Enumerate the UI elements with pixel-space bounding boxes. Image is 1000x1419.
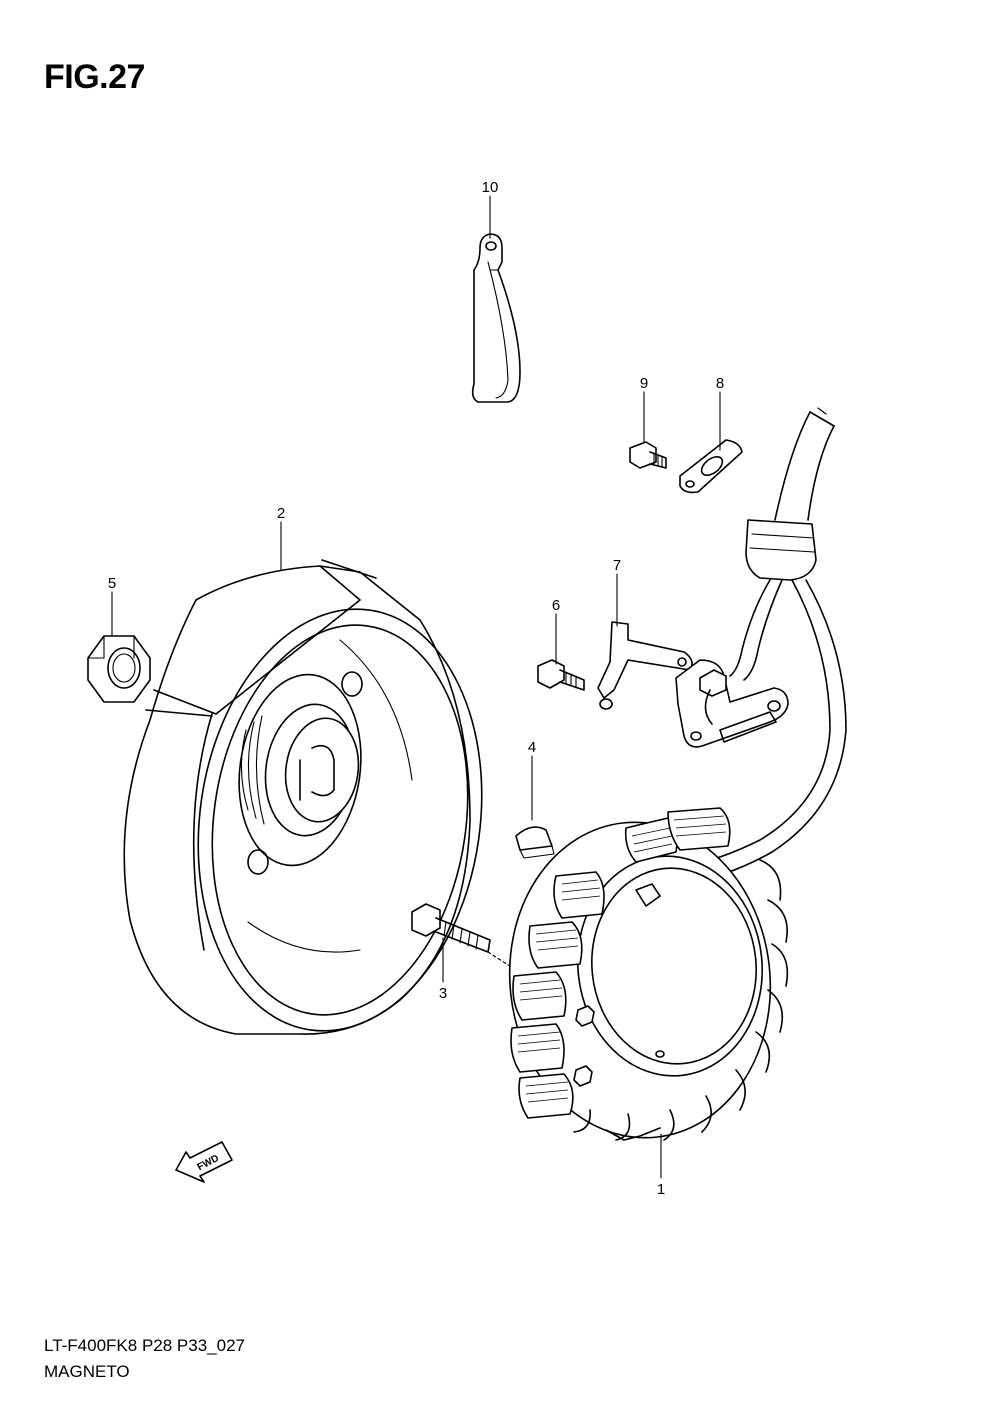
part-3-bolt[interactable]	[411, 903, 517, 971]
model-code: LT-F400FK8 P28 P33_027	[44, 1336, 245, 1355]
pickup-coil	[675, 659, 789, 748]
part-10-clamp[interactable]	[471, 233, 521, 403]
fwd-direction-arrow: FWD	[175, 1141, 233, 1183]
part-9-bolt[interactable]	[629, 441, 667, 469]
part-4-key[interactable]	[515, 826, 555, 859]
callout-7[interactable]: 7	[613, 557, 621, 574]
figure-title: FIG.27	[44, 58, 145, 96]
callout-8[interactable]: 8	[716, 375, 724, 392]
callout-9[interactable]: 9	[640, 375, 648, 392]
part-5-nut[interactable]	[87, 635, 151, 703]
callout-2[interactable]: 2	[277, 505, 285, 522]
leader-lines	[111, 195, 721, 1179]
part-6-bolt[interactable]	[537, 659, 585, 691]
callout-3[interactable]: 3	[439, 985, 447, 1002]
part-1-stator[interactable]	[494, 807, 789, 1151]
stator-coils	[510, 807, 789, 1141]
callout-numbers: 10 9 8 7 6 2 5 4 3 1	[108, 179, 724, 1198]
wire-harness	[679, 407, 847, 885]
callout-5[interactable]: 5	[108, 575, 116, 592]
callout-6[interactable]: 6	[552, 597, 560, 614]
callout-4[interactable]: 4	[528, 739, 536, 756]
part-7-bracket[interactable]	[597, 621, 693, 710]
callout-10[interactable]: 10	[482, 179, 499, 196]
callout-1[interactable]: 1	[657, 1181, 665, 1198]
part-2-rotor[interactable]	[123, 559, 508, 1049]
section-name: MAGNETO	[44, 1362, 130, 1381]
part-8-plate[interactable]	[679, 439, 743, 494]
